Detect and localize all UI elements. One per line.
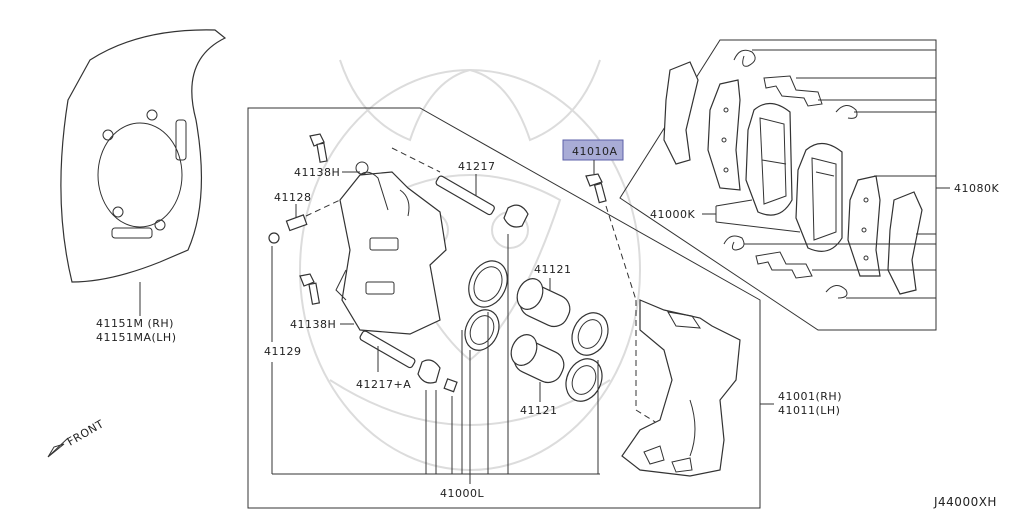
brake-pad-outer[interactable] [745, 102, 793, 216]
label-hardware-kit[interactable]: 41080K [954, 182, 999, 195]
pad-clip-bottom[interactable] [755, 251, 813, 279]
label-shield-rh[interactable]: 41151M (RH) [96, 317, 174, 330]
mount-bolt[interactable] [585, 173, 607, 204]
label-bolt-upper[interactable]: 41138H [294, 166, 340, 179]
diagram-id: J44000XH [933, 495, 997, 509]
label-pin-bottom[interactable]: 41217+A [356, 378, 411, 391]
dust-boot-lower[interactable] [559, 353, 608, 407]
piston-seal-upper[interactable] [462, 255, 515, 314]
label-bleeder[interactable]: 41129 [264, 345, 302, 358]
label-front: FRONT [65, 417, 106, 448]
caliper-bracket[interactable] [621, 299, 741, 477]
hardware-kit-leaders [744, 49, 950, 299]
guide-pin-top[interactable] [435, 175, 529, 228]
piston-lower[interactable] [506, 330, 568, 387]
brake-pad-inner[interactable] [795, 142, 843, 252]
pad-clip-top[interactable] [763, 75, 823, 107]
dust-boot-upper[interactable] [565, 307, 614, 361]
label-caliper-kit[interactable]: 41000L [440, 487, 484, 500]
label-bolt-lower[interactable]: 41138H [290, 318, 336, 331]
label-piston-top[interactable]: 41121 [534, 263, 572, 276]
pad-shim-outer-left[interactable] [663, 61, 699, 165]
caliper-bolt-upper[interactable] [309, 133, 328, 163]
wear-indicator-top[interactable] [835, 105, 858, 119]
label-shield-lh[interactable]: 41151MA(LH) [96, 331, 177, 344]
pad-shim-outer-right[interactable] [887, 191, 923, 295]
pad-shim-inner-left[interactable] [707, 79, 741, 191]
front-direction-arrow [47, 437, 69, 458]
piston-upper[interactable] [512, 274, 574, 331]
caliper-body[interactable] [335, 161, 447, 335]
guide-sleeve[interactable] [268, 214, 308, 244]
anti-rattle-spring-top[interactable] [733, 49, 756, 67]
pad-shim-inner-right[interactable] [847, 175, 881, 277]
pad-kit-outline [619, 39, 937, 331]
label-bracket-rh[interactable]: 41001(RH) [778, 390, 842, 403]
label-bracket-lh[interactable]: 41011(LH) [778, 404, 840, 417]
label-sleeve[interactable]: 41128 [274, 191, 312, 204]
label-pin-top[interactable]: 41217 [458, 160, 496, 173]
label-pad-kit[interactable]: 41000K [650, 208, 695, 221]
label-mount-bolt[interactable]: 41010A [572, 145, 618, 158]
caliper-bolt-lower[interactable] [299, 273, 321, 305]
pad-kit-leaders [702, 199, 801, 233]
wear-indicator-bottom[interactable] [825, 285, 848, 299]
label-piston-bottom[interactable]: 41121 [520, 404, 558, 417]
anti-rattle-spring-bottom[interactable] [723, 235, 745, 251]
guide-pin-bottom[interactable] [359, 330, 458, 393]
mount-bolt-highlight[interactable]: 41010A [562, 139, 624, 161]
dust-shield[interactable] [60, 29, 227, 283]
piston-seal-lower[interactable] [459, 304, 506, 356]
caliper-kit-leaders [272, 234, 600, 484]
